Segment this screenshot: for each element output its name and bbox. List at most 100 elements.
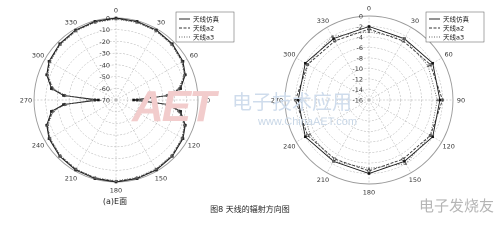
angular-tick-label: 120: [442, 143, 454, 151]
data-point: [135, 175, 139, 179]
angular-tick-label: 270: [20, 97, 32, 105]
angular-tick-label: 300: [32, 52, 44, 60]
grid-spoke: [115, 58, 188, 101]
data-point: [169, 153, 173, 157]
angular-tick-label: 60: [445, 51, 453, 59]
series-line: [47, 18, 185, 182]
radial-tick-label: -60: [99, 85, 110, 93]
grid-circle: [57, 41, 175, 159]
data-point: [154, 29, 158, 33]
data-point: [306, 133, 310, 138]
angular-tick-label: 120: [188, 142, 200, 150]
data-point: [180, 136, 184, 140]
radial-tick-label: -8: [357, 55, 363, 63]
data-point: [438, 98, 442, 102]
watermark-logo: AET: [132, 82, 216, 131]
angular-tick-label: 180: [363, 189, 375, 197]
data-point: [52, 87, 56, 91]
data-point: [367, 172, 371, 175]
angular-tick-label: 180: [110, 187, 122, 195]
left-chart-caption: (a)E面: [103, 197, 127, 206]
angular-tick-label: 150: [155, 174, 167, 182]
data-point: [45, 73, 48, 77]
data-point: [426, 64, 430, 68]
radial-tick-label: -50: [99, 73, 110, 81]
angular-tick-label: 0: [367, 5, 371, 13]
data-point: [64, 94, 68, 97]
data-point: [428, 62, 432, 67]
data-point: [137, 98, 141, 102]
angular-tick-label: 240: [283, 143, 295, 151]
data-point: [64, 102, 68, 106]
data-point: [176, 109, 180, 113]
grid-spoke: [44, 99, 117, 142]
data-point: [47, 60, 51, 63]
radial-tick-label: -20: [99, 38, 110, 46]
angular-tick-label: 270: [271, 97, 283, 105]
data-point: [184, 123, 187, 127]
data-point: [135, 20, 139, 23]
angular-tick-label: 330: [65, 19, 77, 27]
data-point: [431, 61, 434, 65]
grid-spoke: [74, 28, 117, 101]
data-point: [74, 29, 78, 33]
radial-tick-label: -2: [357, 23, 363, 31]
data-point: [135, 98, 139, 102]
figure: 0-10-20-30-40-50-60-70030609012015018021…: [20, 5, 485, 214]
grid-spoke: [368, 57, 442, 101]
angular-tick-label: 30: [157, 19, 165, 27]
angular-tick-label: 90: [457, 97, 465, 105]
watermark-url: www.ChinaAET.com: [258, 116, 358, 128]
radial-tick-label: 0: [359, 13, 363, 21]
data-point: [367, 30, 371, 33]
angular-tick-label: 330: [317, 17, 329, 25]
data-point: [435, 98, 439, 102]
legend-label: 天线仿真: [443, 15, 470, 24]
data-point: [135, 20, 139, 24]
data-point: [367, 166, 371, 170]
grid-spoke: [115, 99, 158, 172]
radial-tick-label: -10: [99, 26, 110, 34]
data-point: [93, 175, 97, 179]
angular-tick-label: 90: [202, 97, 210, 105]
data-point: [428, 133, 432, 137]
radial-tick-label: -10: [352, 65, 363, 73]
legend-box: [425, 11, 485, 43]
data-point: [367, 25, 371, 28]
data-point: [293, 98, 298, 102]
data-point: [164, 94, 168, 97]
data-point: [182, 73, 186, 77]
legend-box: [175, 11, 235, 43]
data-point: [404, 162, 408, 165]
angular-tick-label: 210: [317, 176, 329, 184]
data-point: [59, 153, 63, 157]
radial-tick-label: -40: [99, 61, 110, 69]
grid-spoke: [115, 28, 158, 101]
data-point: [93, 98, 97, 102]
data-point: [367, 169, 371, 173]
data-point: [304, 61, 307, 65]
legend-label: 天线a2: [193, 24, 214, 33]
data-point: [333, 157, 337, 161]
data-point: [431, 135, 434, 139]
data-point: [181, 60, 185, 63]
data-point: [164, 102, 168, 106]
data-point: [182, 123, 186, 127]
data-point: [114, 179, 118, 183]
grid-spoke: [115, 99, 188, 142]
legend-label: 天线仿真: [193, 15, 220, 24]
radial-tick-label: -14: [352, 86, 363, 94]
radial-tick-label: -70: [99, 97, 110, 105]
data-point: [171, 42, 174, 45]
data-point: [59, 42, 63, 46]
data-point: [132, 98, 135, 102]
data-point: [52, 109, 56, 113]
data-point: [93, 20, 97, 24]
grid-spoke: [368, 99, 442, 143]
radial-tick-label: 0: [106, 15, 110, 23]
data-point: [46, 123, 50, 127]
angular-tick-label: 150: [409, 176, 421, 184]
radial-tick-label: -30: [99, 50, 110, 58]
polar-chart-left: 0-10-20-30-40-50-60-70030609012015018021…: [20, 7, 235, 195]
data-point: [58, 42, 61, 45]
